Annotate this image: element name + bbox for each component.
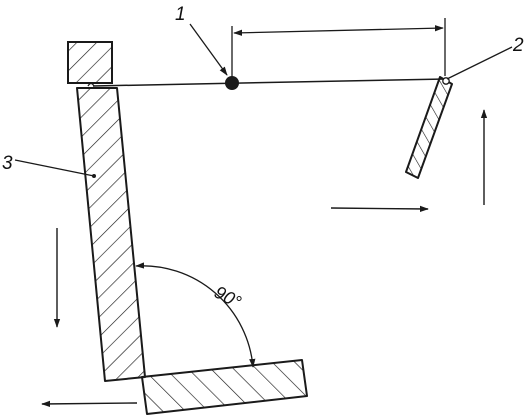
leader-2 <box>446 46 513 80</box>
leader-1 <box>189 23 228 76</box>
label-2: 2 <box>512 35 524 56</box>
top-block <box>67 41 113 84</box>
label-3: 3 <box>2 153 13 174</box>
bottom-slab <box>141 359 308 415</box>
label-1: 1 <box>175 4 186 25</box>
rod-2 <box>405 76 453 179</box>
leader-3 <box>14 159 95 177</box>
dimension-line <box>231 18 446 83</box>
angle-arc <box>135 262 256 368</box>
beam-3 <box>76 87 146 382</box>
arrow-right-icon <box>330 205 429 213</box>
wire <box>92 78 447 87</box>
angle-label: 90° <box>211 282 244 312</box>
arrow-left-icon <box>41 400 138 408</box>
